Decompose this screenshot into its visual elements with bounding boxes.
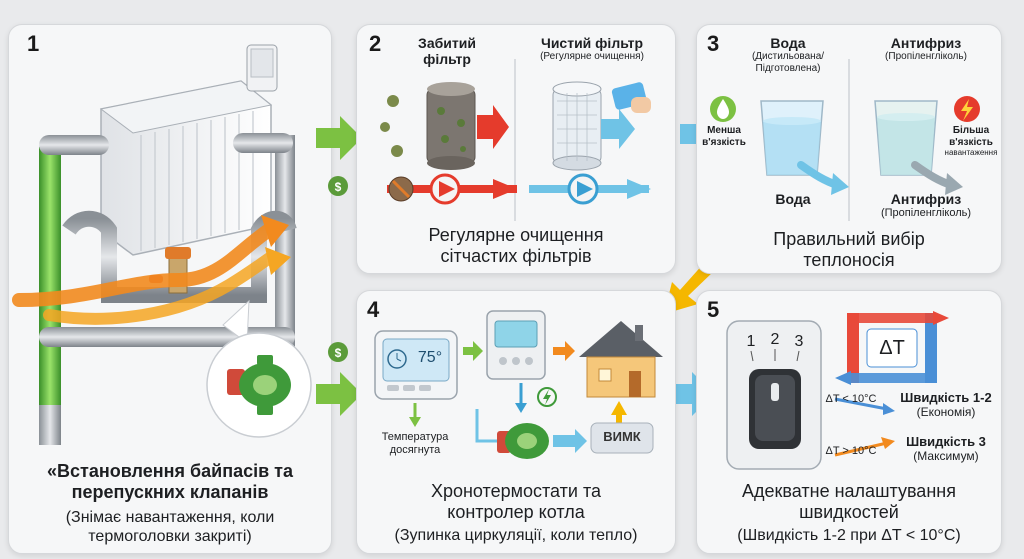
thermostat-illustration bbox=[374, 310, 663, 459]
pump-icon bbox=[497, 423, 549, 459]
panel-3-caption: Правильний вибір теплоносія bbox=[773, 229, 925, 271]
clogged-filter-icon bbox=[426, 82, 476, 170]
svg-text:$: $ bbox=[335, 346, 342, 360]
water-drop-icon bbox=[710, 96, 736, 122]
radiator-icon bbox=[99, 44, 278, 256]
panel-thermostat: 4 75° Температура досягнута ВИМК Хроноте… bbox=[356, 290, 676, 554]
less-viscosity-label: Менша в'язкість bbox=[702, 125, 746, 148]
panel-5-title: Адекватне налаштування швидкостей bbox=[742, 481, 956, 523]
step-number-2: 2 bbox=[369, 31, 382, 56]
water-glass-icon bbox=[760, 100, 824, 176]
panel-coolant: 3 Вода (Дистильована/ Підготовлена) Анти… bbox=[696, 24, 1002, 274]
panel-1-subtitle: (Знімає навантаження, коли термоголовки … bbox=[65, 509, 275, 545]
condition-high-label: ΔT > 10°C bbox=[825, 445, 877, 457]
delta-t-label: ΔT bbox=[879, 337, 905, 359]
lightning-icon bbox=[954, 96, 980, 122]
red-flow-arrow bbox=[477, 105, 509, 149]
panel-bypass: 1 «Встановлення байпасів та перепускних … bbox=[8, 24, 332, 554]
antifreeze-label: Антифриз (Пропіленгліколь) bbox=[880, 191, 972, 220]
temp-reached-label: Температура досягнута bbox=[381, 431, 449, 456]
step-number-1: 1 bbox=[27, 31, 40, 56]
switch-icon bbox=[726, 320, 822, 470]
antifreeze-glass-icon bbox=[874, 100, 938, 176]
bypass-flow-arrows bbox=[12, 215, 291, 325]
cleaning-cloth-icon bbox=[611, 82, 651, 113]
clean-filter-icon bbox=[552, 81, 602, 171]
dirt-particles-icon bbox=[380, 95, 403, 157]
speed-high-label: Швидкість 3 (Максимум) bbox=[906, 434, 986, 463]
more-viscosity-label: Більша в'язкість навантаження bbox=[944, 125, 998, 157]
panel-pump-speed: 5 1 2 3 ΔT ΔT < 10°C Швидкість 1-2 (Екон… bbox=[696, 290, 1002, 554]
off-badge bbox=[590, 422, 654, 454]
power-icon bbox=[537, 387, 557, 407]
clean-filter-label: Чистий фільтр (Регулярне очищення) bbox=[540, 35, 644, 63]
panel-1-title: «Встановлення байпасів та перепускних кл… bbox=[47, 461, 293, 503]
speed-dial-2: 2 bbox=[770, 331, 780, 348]
coolant-illustration bbox=[710, 59, 980, 221]
thermostat-icon bbox=[374, 330, 458, 400]
filters-illustration bbox=[380, 59, 651, 221]
condition-low-label: ΔT < 10°C bbox=[825, 393, 877, 405]
bypass-illustration bbox=[12, 44, 312, 445]
panel-filters: 2 Забитий фільтр Чистий фільтр (Регулярн… bbox=[356, 24, 676, 274]
clean-pump-icon bbox=[529, 173, 651, 205]
panel-2-caption: Регулярне очищення сітчастих фільтрів bbox=[428, 225, 604, 267]
step-number-5: 5 bbox=[707, 297, 720, 322]
blue-flow-arrow bbox=[601, 109, 635, 149]
svg-text:$: $ bbox=[335, 180, 342, 194]
water-label: Вода bbox=[775, 191, 811, 207]
panel-4-subtitle: (Зупинка циркуляції, коли тепло) bbox=[394, 527, 638, 544]
off-label: ВИМК bbox=[603, 429, 641, 444]
antifreeze-header: Антифриз (Пропіленгліколь) bbox=[885, 35, 967, 63]
pump-icon bbox=[227, 355, 291, 415]
panel-4-title: Хронотермостати та контролер котла bbox=[430, 481, 602, 523]
speed-dial-1: 1 bbox=[746, 333, 756, 350]
step-number-3: 3 bbox=[707, 31, 720, 56]
blocked-pump-icon bbox=[387, 173, 517, 205]
boiler-controller-icon bbox=[486, 310, 546, 380]
thermostat-display-temp: 75° bbox=[417, 349, 443, 366]
panel-5-subtitle: (Швидкість 1-2 при ΔT < 10°C) bbox=[737, 527, 961, 544]
step-number-4: 4 bbox=[367, 297, 380, 322]
speed-low-label: Швидкість 1-2 (Економія) bbox=[900, 390, 992, 419]
house-icon bbox=[579, 321, 663, 398]
water-header: Вода (Дистильована/ Підготовлена) bbox=[751, 35, 825, 74]
clogged-filter-label: Забитий фільтр bbox=[418, 35, 476, 68]
speed-dial-3: 3 bbox=[794, 333, 804, 350]
pump-speed-illustration bbox=[726, 311, 949, 470]
delta-t-pipes-icon bbox=[835, 311, 949, 385]
